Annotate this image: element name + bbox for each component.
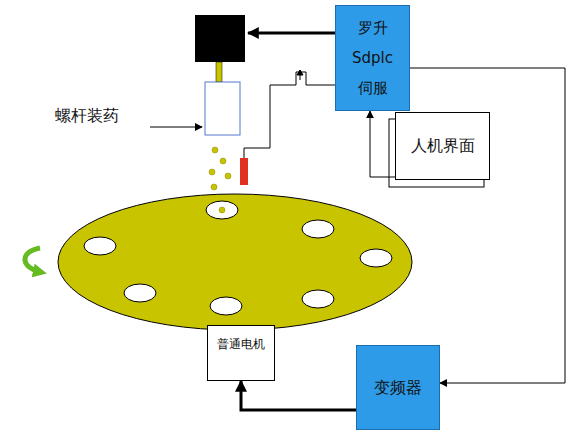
sensor	[240, 158, 248, 185]
part-label: 螺杆装药	[55, 106, 119, 127]
node-text: 变频器	[374, 378, 422, 398]
motor-box: 普通电机	[207, 325, 275, 381]
inverter-box: 变频器	[356, 345, 440, 430]
powder-dot	[219, 207, 225, 213]
turntable-holes	[84, 201, 392, 315]
pulse-symbol	[297, 70, 303, 80]
node-text: 普通电机	[217, 336, 265, 352]
signal-wire	[244, 72, 335, 158]
servo-motor	[195, 15, 245, 62]
turntable	[58, 194, 412, 330]
screw-charger	[205, 82, 240, 135]
connector	[241, 381, 356, 410]
node-text: 人机界面	[411, 136, 475, 156]
hmi-panel: 人机界面	[395, 112, 490, 180]
drive-arrow	[248, 32, 335, 35]
rotation-arrow	[25, 248, 40, 272]
powder-dots	[209, 147, 231, 201]
motor-shaft	[216, 62, 222, 82]
node-text: 罗升 Sdplc 伺服	[347, 13, 399, 103]
leader-arrow	[150, 127, 202, 128]
servo-controller: 罗升 Sdplc 伺服	[335, 5, 410, 111]
connector	[370, 111, 395, 177]
